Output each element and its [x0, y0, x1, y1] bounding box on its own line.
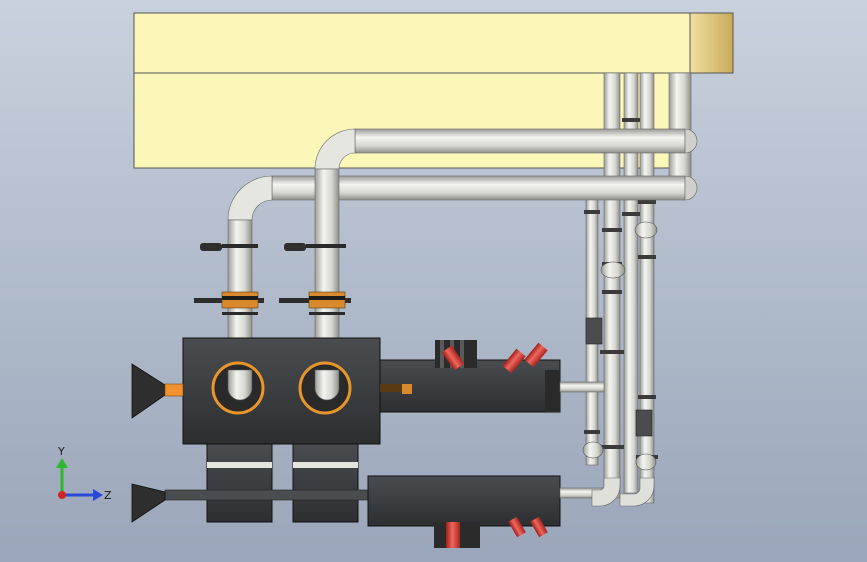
main-housing[interactable] [182, 337, 381, 445]
upper-side-block[interactable] [379, 359, 605, 413]
lower-support-blocks[interactable] [206, 443, 359, 523]
inlet-nozzle-lower[interactable] [131, 483, 166, 523]
lower-header-pipe[interactable] [227, 175, 698, 221]
instrument-box [585, 317, 603, 345]
inlet-nozzle-upper[interactable] [131, 363, 184, 419]
lower-shaft[interactable] [164, 489, 371, 501]
instrument-box [635, 409, 653, 437]
x-axis-dot [58, 491, 66, 499]
tank-end-cap [689, 12, 734, 74]
upper-header-pipe[interactable] [314, 128, 698, 170]
upper-valves[interactable] [435, 340, 548, 374]
z-axis-label: Z [104, 489, 112, 502]
lower-return-pipes [591, 477, 655, 507]
lower-side-block[interactable] [367, 475, 605, 548]
coordinate-triad: Y Z [56, 445, 112, 502]
y-axis-label: Y [57, 445, 65, 458]
